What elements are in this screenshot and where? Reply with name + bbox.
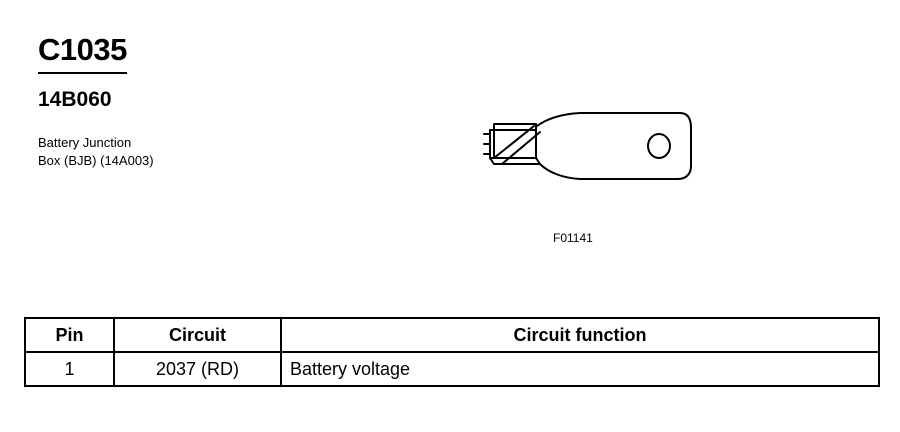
terminal-body xyxy=(536,112,692,180)
pin-cell: 1 xyxy=(24,351,115,387)
figure-id: F01141 xyxy=(553,231,593,245)
wire-stub xyxy=(483,133,491,155)
table-row: 1 2037 (RD) Battery voltage xyxy=(24,351,880,387)
description-line-1: Battery Junction xyxy=(38,135,132,150)
crimp-barrel-inner xyxy=(493,123,537,159)
pin-table: Pin Circuit Circuit function 1 2037 (RD)… xyxy=(24,317,880,387)
description-line-2: Box (BJB) (14A003) xyxy=(38,153,154,168)
column-header-pin: Pin xyxy=(24,317,115,353)
connector-description: Battery Junction Box (BJB) (14A003) xyxy=(38,134,208,170)
part-number: 14B060 xyxy=(38,88,112,111)
crimp-diagonal xyxy=(493,125,535,159)
crimp-band xyxy=(489,157,541,165)
column-header-circuit: Circuit xyxy=(113,317,282,353)
function-cell: Battery voltage xyxy=(280,351,880,387)
table-header-row: Pin Circuit Circuit function xyxy=(24,317,880,353)
circuit-cell: 2037 (RD) xyxy=(113,351,282,387)
ring-terminal-drawing xyxy=(483,112,692,180)
connector-id: C1035 xyxy=(38,30,127,74)
crimp-diagonal-2 xyxy=(501,131,541,165)
column-header-function: Circuit function xyxy=(280,317,880,353)
ring-hole xyxy=(647,133,671,159)
